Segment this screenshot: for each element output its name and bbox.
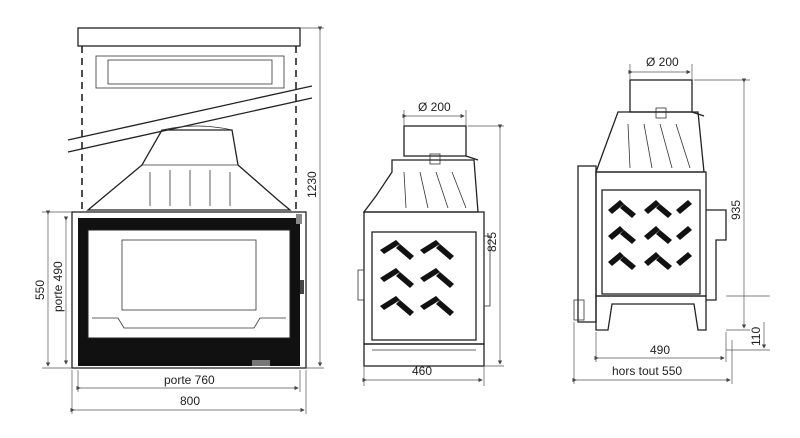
label-800: 800 (180, 394, 200, 408)
rear-bracket (706, 209, 727, 301)
label-825: 825 (485, 232, 499, 252)
flue-detail (465, 155, 479, 161)
door-glass (87, 229, 291, 339)
hood-rib (659, 123, 673, 169)
handle-2 (573, 299, 585, 321)
firebox-back (121, 239, 257, 311)
hood-rib (675, 123, 691, 169)
label-flue-200: Ø 200 (418, 100, 451, 114)
flue-damper (429, 153, 441, 165)
label-550: 550 (33, 280, 47, 300)
label-110: 110 (749, 327, 763, 346)
hood-rib (627, 123, 631, 169)
side-panel (371, 231, 477, 341)
label-935: 935 (729, 200, 743, 220)
side-view-2: Ø 200 935 110 490 hors tout 550 (572, 55, 770, 384)
side-chevron-pattern-2 (608, 200, 692, 270)
hood-inner-panel (95, 55, 285, 89)
cut-line-1 (67, 85, 313, 141)
hinge-top (296, 214, 302, 224)
side-base-2 (595, 295, 707, 331)
label-hors-tout-550: hors tout 550 (612, 364, 682, 378)
flue-collar (403, 125, 467, 157)
side-base (363, 343, 485, 367)
label-porte-760: porte 760 (164, 373, 215, 387)
door-handle (300, 280, 304, 294)
side-panel-2 (601, 189, 701, 295)
cut-line-2 (67, 97, 313, 153)
side-knob (357, 269, 365, 301)
hood-rib (451, 171, 467, 209)
label-460: 460 (412, 364, 432, 378)
hood-rib (419, 171, 429, 209)
side-view: Ø 200 825 460 (357, 100, 504, 386)
collector-top-curve (161, 125, 233, 131)
side-hood-2 (595, 111, 705, 173)
front-body (71, 211, 307, 369)
label-porte-490: porte 490 (51, 261, 65, 312)
label-490: 490 (650, 343, 670, 357)
hood-inner-panel-2 (107, 59, 273, 85)
hood-top-bar (77, 27, 301, 47)
side-back-flange (483, 235, 491, 307)
hood-rib (643, 123, 653, 169)
label-1230: 1230 (305, 171, 319, 198)
front-view: 1230 550 porte 490 porte 760 800 (33, 26, 324, 414)
air-control (252, 360, 270, 366)
flue-damper-2 (655, 107, 667, 119)
side-chevron-pattern (380, 240, 454, 316)
firebox-floor (92, 317, 286, 329)
hood-rib (403, 171, 407, 209)
hood-rib (435, 171, 449, 209)
flue-collar-2 (629, 79, 693, 113)
front-frame-2 (577, 165, 597, 323)
label-flue-200-2: Ø 200 (646, 55, 679, 69)
side-hood (362, 159, 479, 213)
smoke-collector (86, 129, 292, 211)
